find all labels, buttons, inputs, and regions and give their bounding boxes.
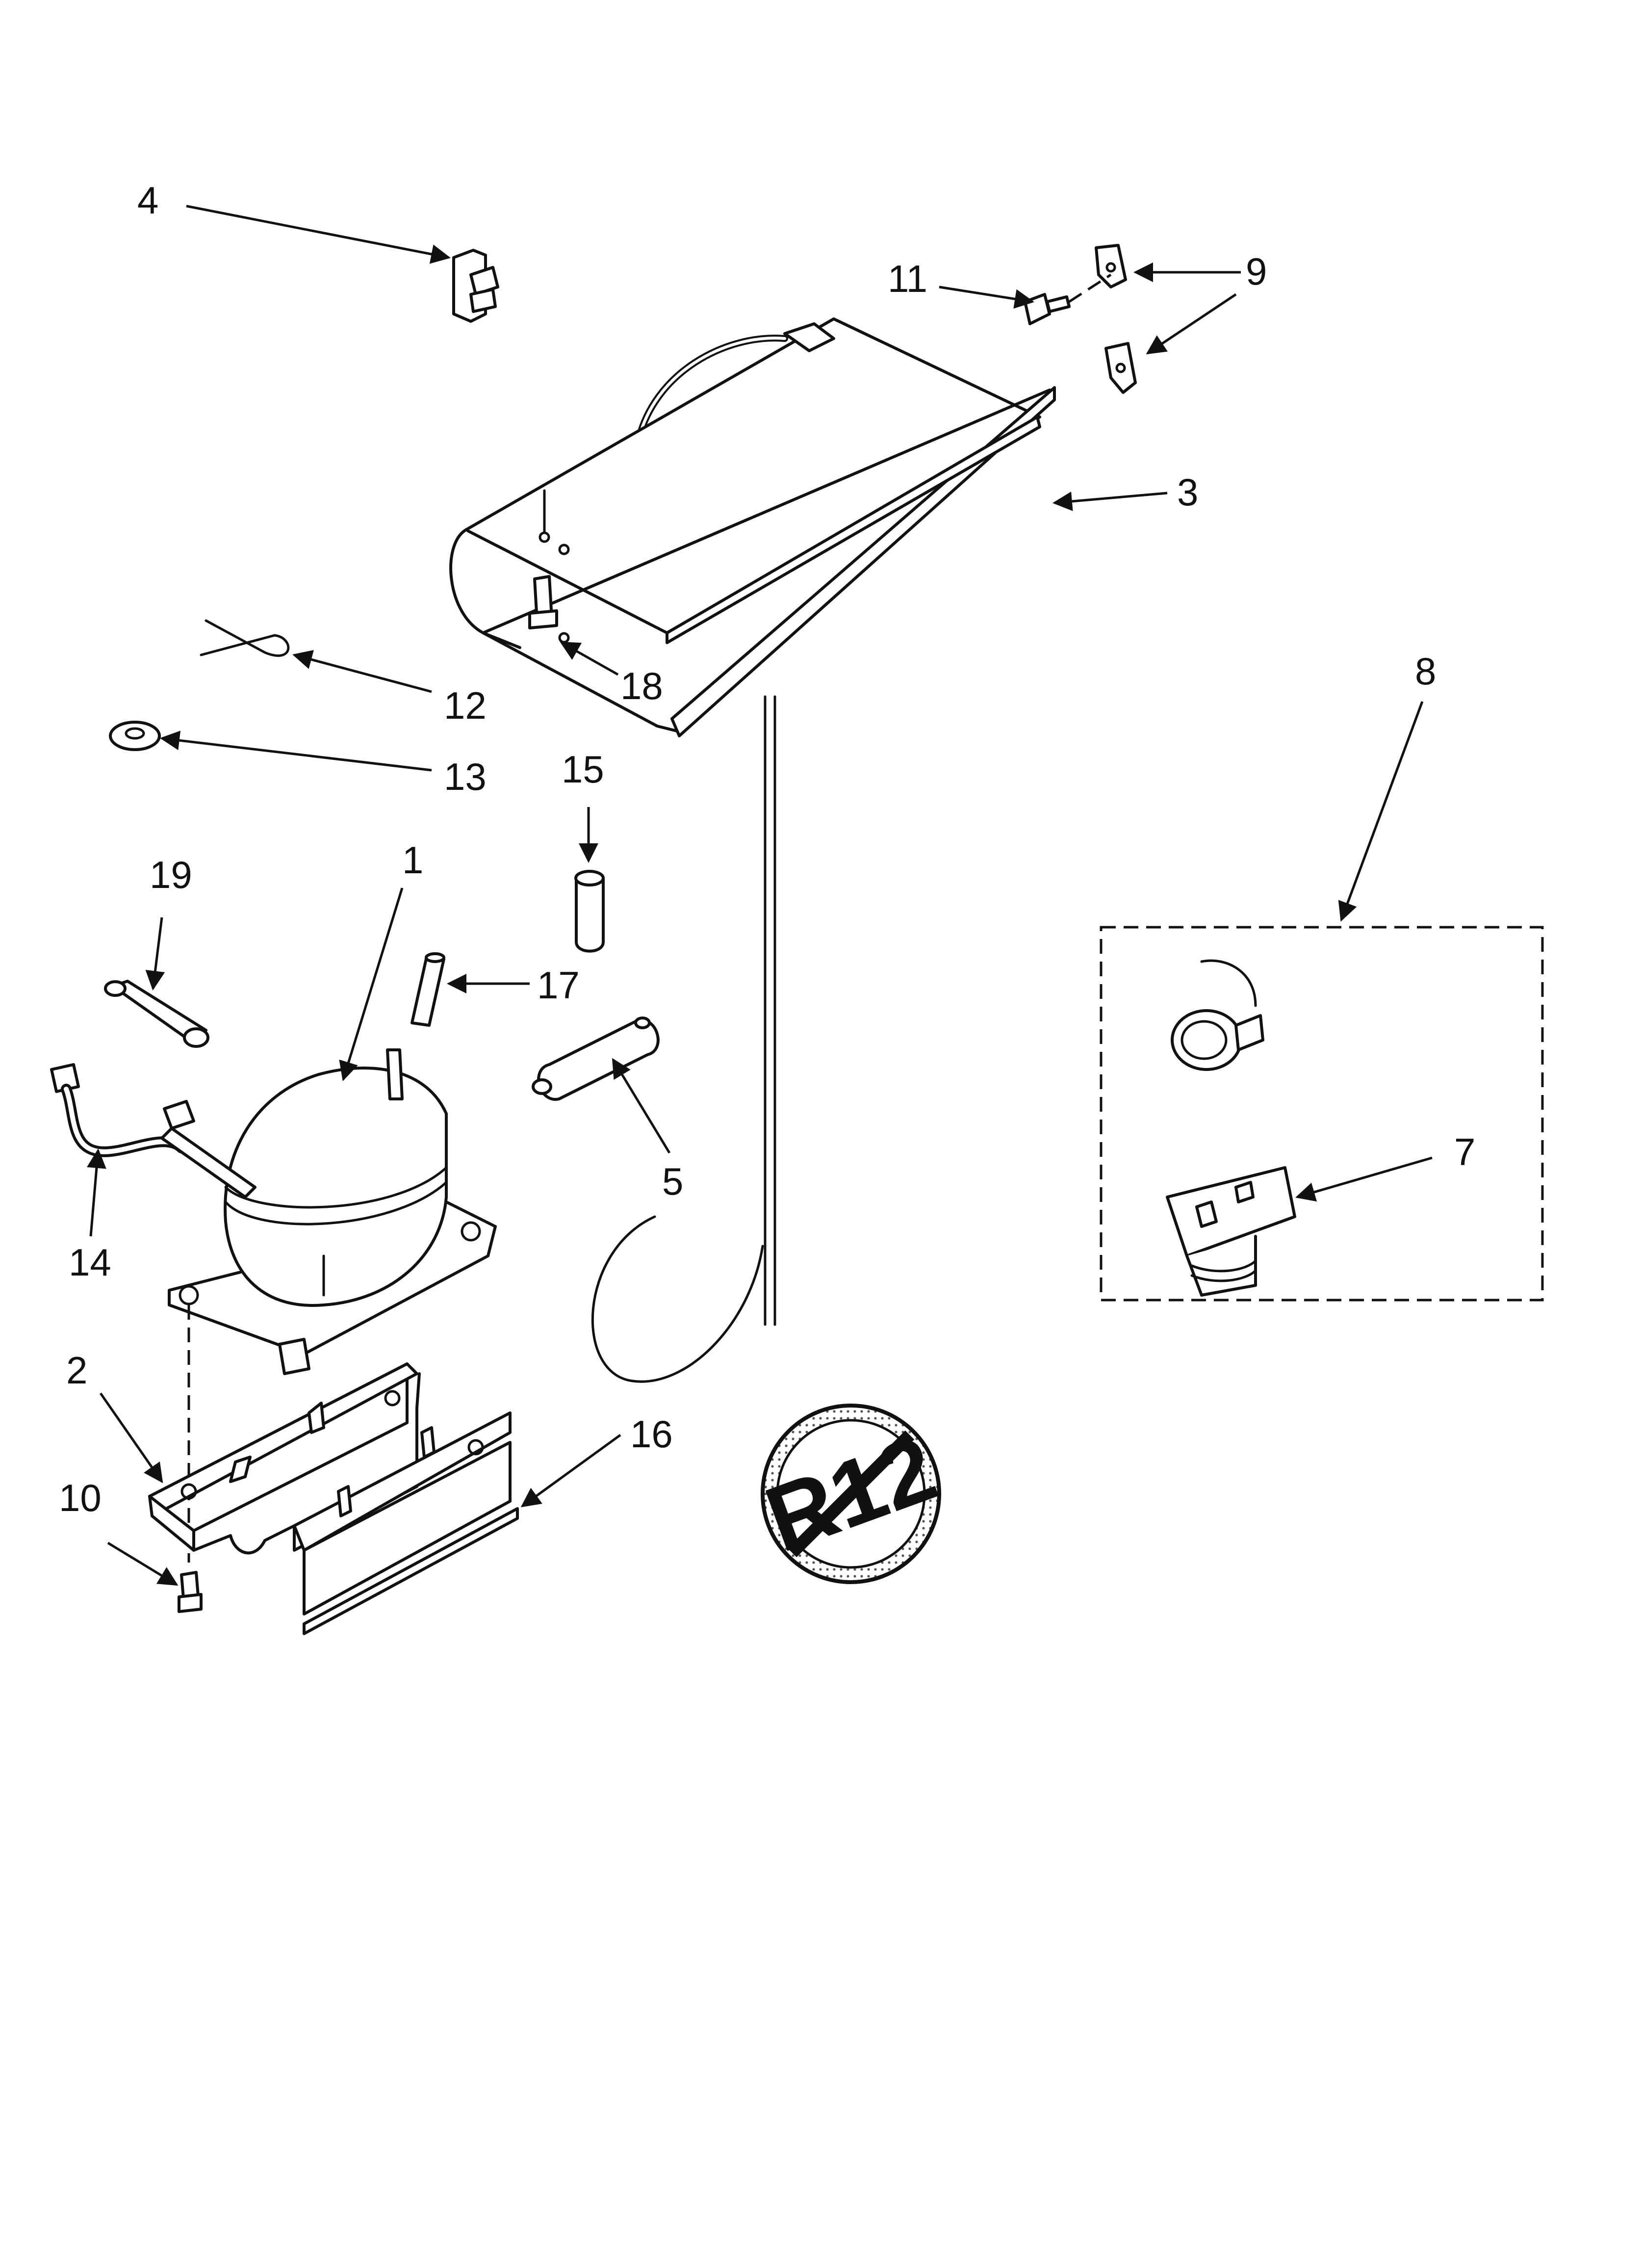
callout-15: 15: [562, 748, 604, 791]
part-11-screw: [1024, 273, 1112, 325]
callout-3: 3: [1177, 470, 1198, 514]
part-9-clip-lower: [1104, 342, 1137, 394]
callout-18: 18: [620, 664, 663, 707]
callout-13: 13: [444, 755, 487, 798]
callout-8: 8: [1415, 650, 1436, 693]
part-17-tube: [410, 952, 445, 1027]
callout-10: 10: [59, 1476, 102, 1519]
callout-19: 19: [150, 853, 192, 896]
part-16-strip: [303, 1507, 519, 1635]
leader-lines: [86, 205, 1433, 1586]
callout-2: 2: [66, 1349, 87, 1392]
callout-7: 7: [1454, 1130, 1475, 1173]
part-1-compressor: [160, 1048, 497, 1375]
part-7-relay: [1166, 1166, 1296, 1297]
part-4-bracket: [452, 249, 499, 323]
callout-16: 16: [630, 1412, 673, 1456]
no-r12-badge: R12: [753, 1404, 949, 1584]
callout-labels: 4 11 9 3 18 12 13 15 8 19 1 17 7 5 14 2 …: [59, 179, 1475, 1519]
part-19-connector: [104, 980, 209, 1048]
part-15-cylinder: [574, 870, 605, 953]
part-3-condenser-plate: [449, 317, 1056, 1326]
part-9-clip-upper: [1095, 244, 1127, 288]
callout-1: 1: [402, 838, 423, 882]
part-12-hairpin-clip: [200, 619, 290, 657]
callout-9: 9: [1246, 250, 1267, 293]
part-10-screw: [178, 1571, 203, 1613]
part-2-base-rail: [148, 1362, 512, 1616]
part-13-washer: [109, 721, 161, 751]
part-8-relay-group: [1100, 926, 1544, 1302]
part-5-filter-drier: [532, 1017, 764, 1383]
callout-4: 4: [137, 179, 158, 222]
callout-11: 11: [888, 257, 927, 300]
callout-17: 17: [537, 964, 580, 1007]
callout-14: 14: [69, 1241, 111, 1284]
callout-12: 12: [444, 684, 487, 727]
part-18-screw: [528, 575, 558, 629]
callout-5: 5: [662, 1160, 683, 1203]
